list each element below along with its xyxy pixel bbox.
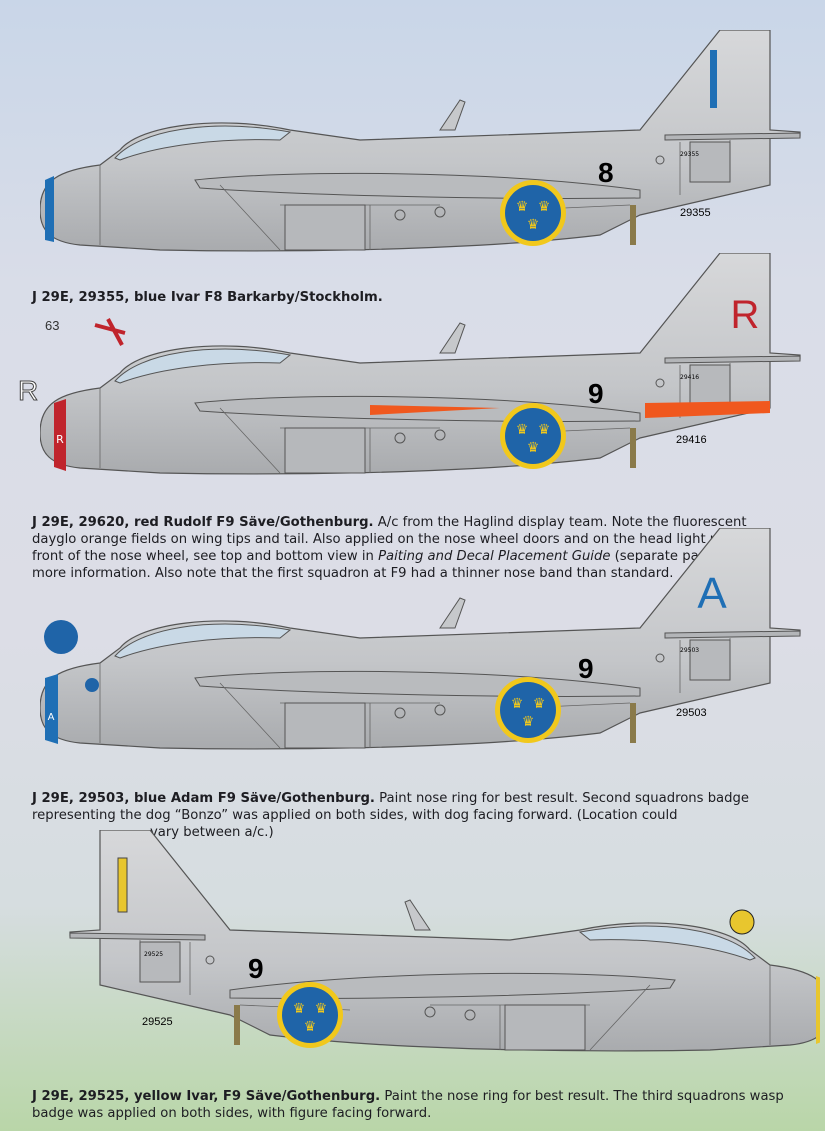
aircraft-number: 9 <box>578 653 594 684</box>
aircraft-profile-4: I 9 29525 29525 <box>69 830 820 1052</box>
caption-2: J 29E, 29620, red Rudolf F9 Säve/Gothenb… <box>32 514 772 582</box>
national-roundel <box>277 982 343 1048</box>
national-roundel <box>500 403 566 469</box>
tail-letter-bar <box>710 50 717 108</box>
dayglo-wingtip <box>370 405 500 415</box>
caption-text-continued: vary between a/c.) <box>150 825 274 840</box>
nose-letter: A <box>48 712 55 723</box>
caption-title: J 29E, 29525, yellow Ivar, F9 Säve/Gothe… <box>32 1089 381 1104</box>
aircraft-number: 8 <box>598 157 614 188</box>
tail-letter-bar <box>117 857 128 913</box>
serial-number: 29416 <box>676 434 707 446</box>
national-roundel <box>500 180 566 246</box>
caption-guide-reference: Paiting and Decal Placement Guide <box>378 549 611 564</box>
display-team-emblem <box>94 318 126 346</box>
caption-text: Paint the nose ring for best result. The… <box>32 1089 784 1121</box>
aircraft-number: 9 <box>588 378 604 409</box>
caption-4: J 29E, 29525, yellow Ivar, F9 Säve/Gothe… <box>32 1088 792 1122</box>
dog-bonzo-badge <box>44 620 78 654</box>
side-label-letter: R <box>17 375 39 407</box>
aircraft-profile-2: R R 9 29416 29416 <box>40 253 801 475</box>
nose-letter: R <box>56 433 64 446</box>
caption-title: J 29E, 29355, blue Ivar F8 Barkarby/Stoc… <box>32 290 383 305</box>
small-serial: 29503 <box>680 647 699 654</box>
nose-band <box>45 176 54 242</box>
dayglo-tail <box>645 401 770 418</box>
serial-number: 29525 <box>142 1016 173 1028</box>
small-serial: 29416 <box>680 374 699 381</box>
dog-badge-small <box>85 678 99 692</box>
national-roundel <box>495 677 561 743</box>
serial-number: 29355 <box>680 207 711 219</box>
tail-letter: R <box>731 293 760 337</box>
caption-3: J 29E, 29503, blue Adam F9 Säve/Gothenbu… <box>32 790 772 841</box>
aircraft-profile-3: A A 9 29503 29503 <box>40 528 801 750</box>
caption-title: J 29E, 29620, red Rudolf F9 Säve/Gothenb… <box>32 515 374 530</box>
aircraft-number: 9 <box>248 953 264 984</box>
caption-text: A/c from the Haglind display team. Note … <box>32 515 758 564</box>
serial-number: 29503 <box>676 707 707 719</box>
nose-band <box>54 399 66 471</box>
tail-letter: A <box>697 569 727 618</box>
small-serial: 29525 <box>144 951 163 958</box>
wasp-badge <box>729 909 755 935</box>
caption-1: J 29E, 29355, blue Ivar F8 Barkarby/Stoc… <box>32 289 772 306</box>
nose-band <box>816 976 820 1044</box>
caption-text: Paint nose ring for best result. Second … <box>32 791 749 823</box>
caption-title: J 29E, 29503, blue Adam F9 Säve/Gothenbu… <box>32 791 375 806</box>
aircraft-profile-1: I 8 29355 29355 <box>40 30 801 252</box>
side-label-number: 63 <box>45 318 60 333</box>
nose-band <box>45 674 58 744</box>
aircraft-silhouette <box>69 830 820 1052</box>
small-serial: 29355 <box>680 151 699 158</box>
